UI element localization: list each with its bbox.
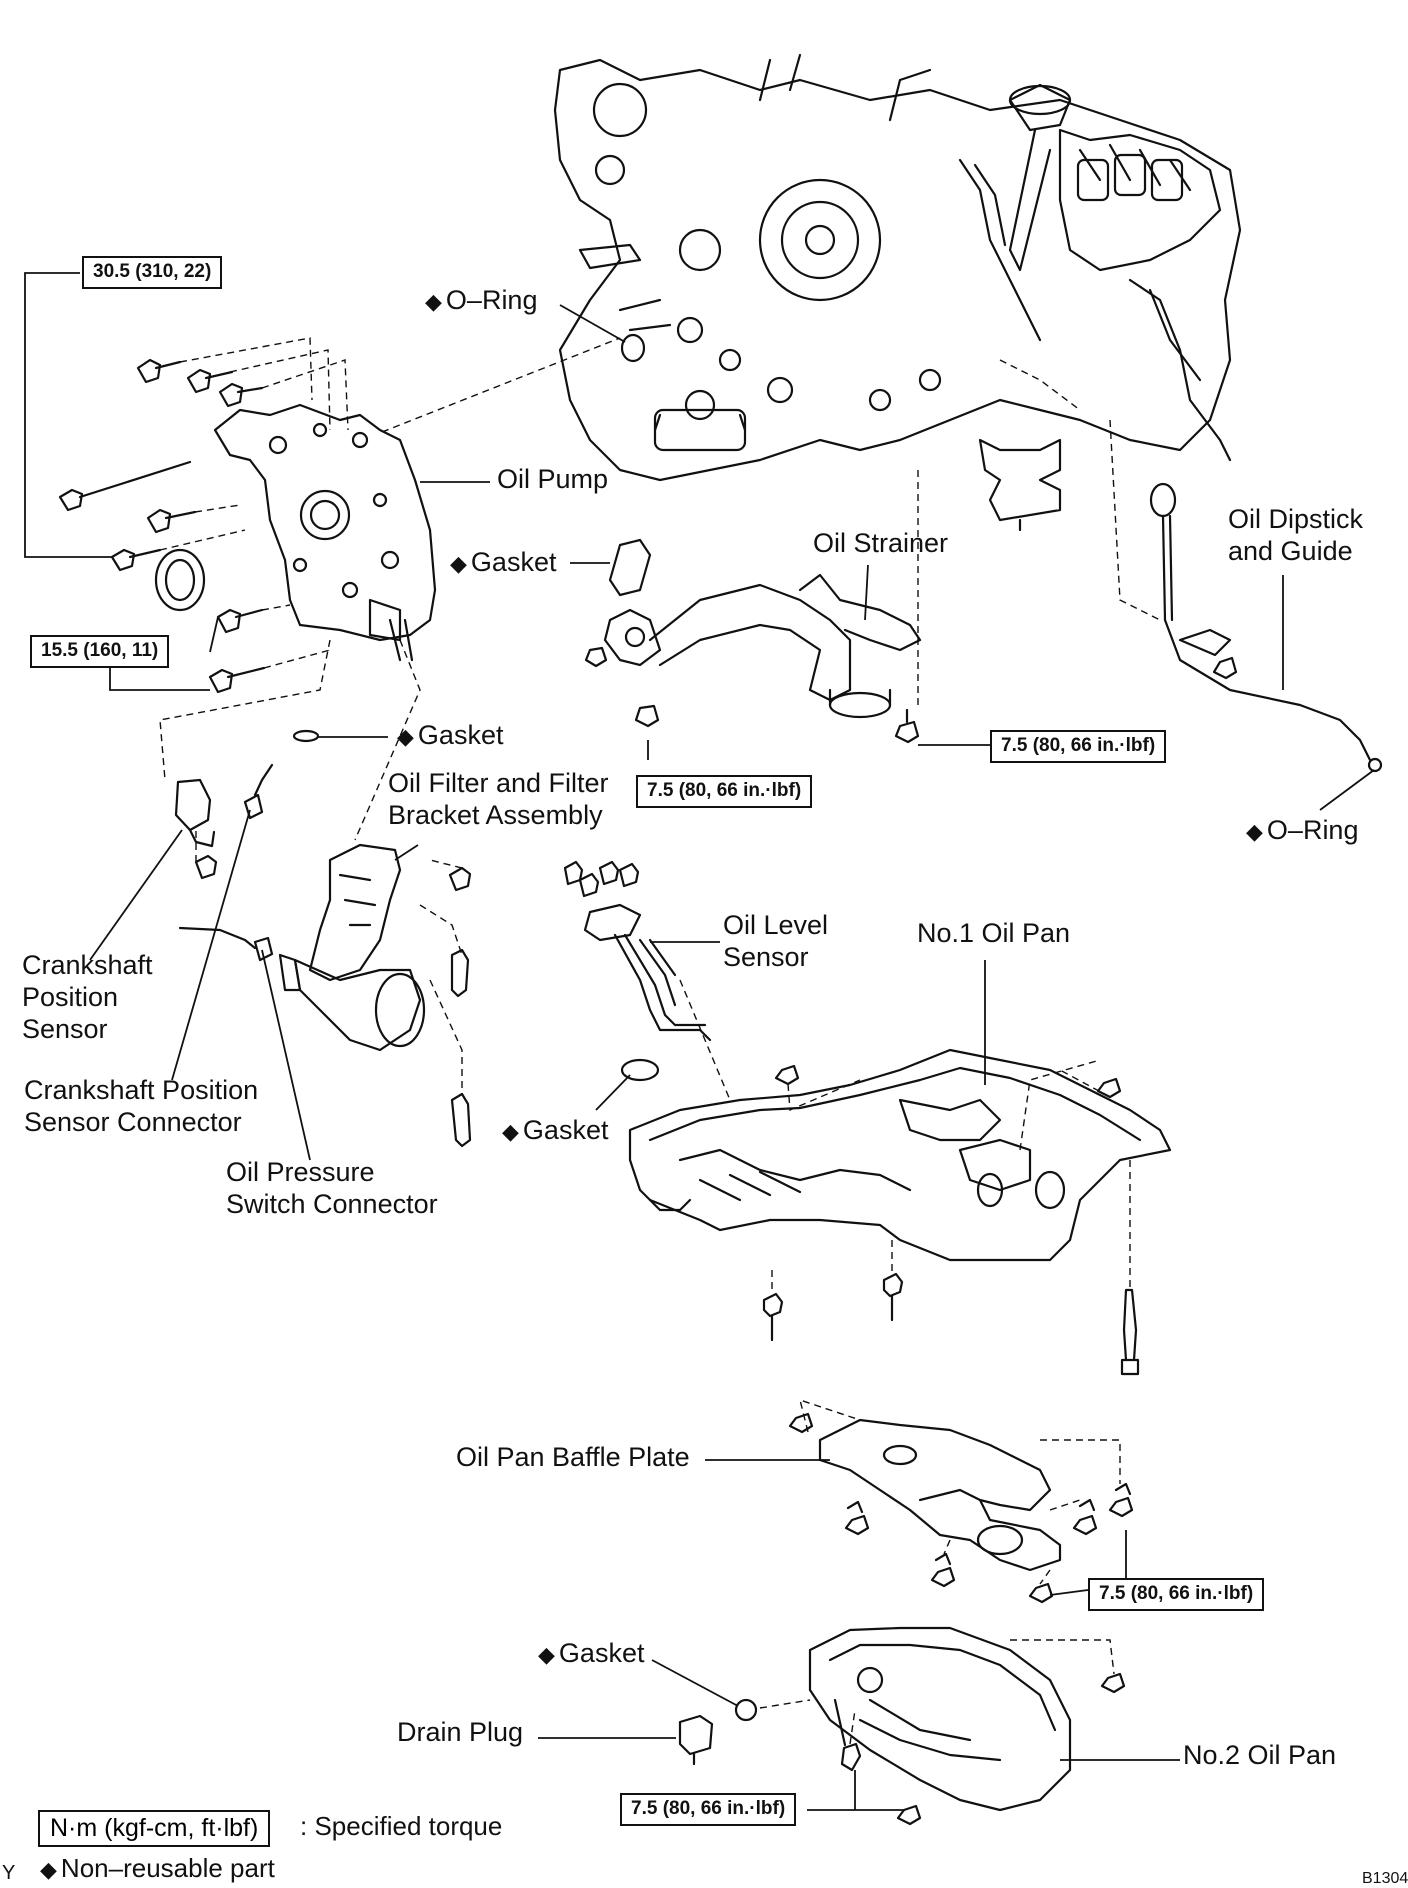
label-oil-dipstick: Oil Dipstick and Guide (1228, 504, 1363, 568)
label-no1-oil-pan: No.1 Oil Pan (917, 918, 1071, 948)
oil-dipstick-line2: and Guide (1228, 535, 1353, 566)
baffle-plate-drawing (818, 1418, 1062, 1572)
label-gasket-level: ◆Gasket (502, 1115, 608, 1147)
pump-bolts (58, 358, 266, 694)
oil-press-line1: Oil Pressure (226, 1157, 375, 1187)
label-oil-pump: Oil Pump (497, 464, 609, 494)
o-ring-top-text: O–Ring (445, 285, 538, 315)
label-o-ring-dipstick: ◆O–Ring (1246, 815, 1358, 847)
torque-pump-upper: 30.5 (310, 22) (82, 256, 223, 289)
gasket-level-text: Gasket (522, 1115, 609, 1145)
nonreusable-mark: ◆ (425, 289, 442, 314)
gasket-pump-text: Gasket (470, 547, 557, 577)
torque-no2-pan: 7.5 (80, 66 in.·lbf) (620, 1793, 797, 1826)
nonreusable-mark: ◆ (450, 551, 467, 576)
oil-press-line2: Switch Connector (226, 1188, 438, 1219)
crank-sensor-line1: Crankshaft (22, 950, 153, 980)
label-oil-level-sensor: Oil Level Sensor (723, 910, 828, 974)
nonreusable-mark: ◆ (502, 1119, 519, 1144)
gasket-filter-text: Gasket (417, 720, 504, 750)
crank-sensor-line2: Position (22, 981, 119, 1012)
label-crankshaft-connector: Crankshaft Position Sensor Connector (24, 1075, 258, 1139)
oil-filter-line1: Oil Filter and Filter (388, 768, 609, 798)
o-ring-top-drawing (620, 333, 646, 363)
crank-conn-line2: Sensor Connector (24, 1106, 242, 1137)
drain-gasket-drawing (734, 1698, 758, 1722)
figure-code: B1304 (1362, 1870, 1408, 1887)
label-oil-strainer: Oil Strainer (813, 528, 949, 558)
crank-sensor-line3: Sensor (22, 1013, 108, 1044)
nonreusable-mark: ◆ (538, 1642, 555, 1667)
crank-conn-line1: Crankshaft Position (24, 1075, 259, 1105)
legend-nonreusable: ◆Non–reusable part (40, 1853, 275, 1884)
corner-letter: Y (2, 1862, 16, 1884)
label-o-ring-top: ◆O–Ring (425, 285, 537, 317)
oil-strainer-drawing (603, 538, 922, 719)
no1-oil-pan-drawing (628, 1048, 1172, 1262)
torque-strainer-bracket: 7.5 (80, 66 in.·lbf) (990, 730, 1167, 763)
oil-dipstick-line1: Oil Dipstick (1228, 504, 1364, 534)
engine-block-drawing (553, 53, 1242, 532)
legend-torque-box: N·m (kgf-cm, ft·lbf) (38, 1810, 271, 1847)
legend-torque-text: : Specified torque (300, 1811, 503, 1841)
drain-plug-drawing (678, 1714, 714, 1766)
label-no2-oil-pan: No.2 Oil Pan (1183, 1740, 1337, 1770)
label-baffle-plate: Oil Pan Baffle Plate (456, 1442, 690, 1472)
torque-pump-lower: 15.5 (160, 11) (30, 635, 170, 668)
torque-baffle: 7.5 (80, 66 in.·lbf) (1088, 1578, 1265, 1611)
nonreusable-mark: ◆ (40, 1857, 57, 1882)
label-oil-filter-bracket: Oil Filter and Filter Bracket Assembly (388, 768, 609, 832)
label-oil-pressure-connector: Oil Pressure Switch Connector (226, 1157, 438, 1221)
oil-filter-line2: Bracket Assembly (388, 799, 603, 830)
nonreusable-mark: ◆ (1246, 819, 1263, 844)
gasket-drain-text: Gasket (558, 1638, 645, 1668)
label-gasket-pump: ◆Gasket (450, 547, 556, 579)
label-gasket-filter: ◆Gasket (397, 720, 503, 752)
o-ring-dipstick-text: O–Ring (1266, 815, 1359, 845)
oil-pump-drawing (154, 403, 437, 662)
no2-oil-pan-drawing (808, 1626, 1072, 1812)
crankshaft-sensor-drawing (174, 763, 274, 962)
legend-nonreusable-text: Non–reusable part (60, 1853, 275, 1883)
nonreusable-mark: ◆ (397, 724, 414, 749)
gasket-pump-outlet-drawing (292, 729, 320, 743)
label-crankshaft-sensor: Crankshaft Position Sensor (22, 950, 153, 1046)
oil-level-sensor-drawing (563, 860, 712, 1082)
oil-dipstick-drawing (1149, 482, 1383, 773)
torque-strainer: 7.5 (80, 66 in.·lbf) (636, 775, 813, 808)
oil-level-line2: Sensor (723, 941, 809, 972)
label-drain-plug: Drain Plug (397, 1717, 524, 1747)
label-gasket-drain: ◆Gasket (538, 1638, 644, 1670)
oil-level-line1: Oil Level (723, 910, 829, 940)
